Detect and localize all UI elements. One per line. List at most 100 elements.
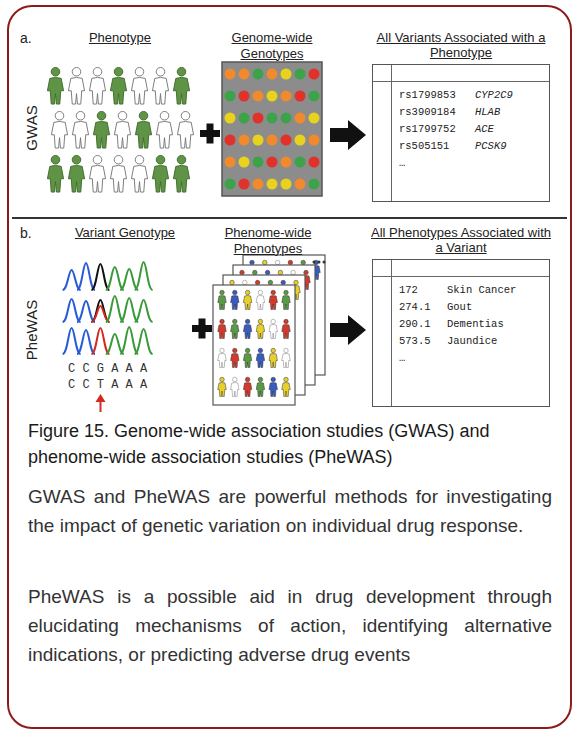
person-icon [135, 111, 151, 148]
plus-sign [200, 124, 220, 144]
more-dots [313, 261, 326, 264]
person-icon [47, 67, 63, 104]
person-icon [72, 111, 88, 148]
table-rule [391, 65, 392, 201]
panel-letter: b. [20, 225, 32, 242]
person-icon [256, 377, 265, 396]
genotype-dot [225, 135, 236, 146]
phenotype-cards [213, 255, 325, 405]
person-icon [269, 348, 278, 367]
person-icon [243, 348, 252, 367]
genotype-dot [295, 69, 306, 80]
person-icon [231, 290, 240, 309]
trace-peak [91, 306, 109, 322]
genotype-dot [309, 91, 320, 102]
genotype-dot [309, 113, 320, 124]
result-table: All Phenotypes Associated with a Variant… [368, 223, 554, 407]
genotype-dot [281, 69, 292, 80]
person-icon [256, 319, 265, 338]
table-rows: 172Skin Cancer274.1Gout290.1Dementias573… [399, 284, 545, 365]
genotype-dot [309, 179, 320, 190]
trace-peak [106, 334, 124, 354]
genotype-dot [295, 179, 306, 190]
genotype-dot [225, 157, 236, 168]
genotype-dot [295, 157, 306, 168]
genotype-dot [281, 113, 292, 124]
caption-paragraph: GWAS and PheWAS are powerful methods for… [28, 482, 552, 540]
table-cell: PCSK9 [475, 140, 545, 153]
phenotype-card [213, 285, 295, 405]
column-heading: Phenotype [65, 30, 175, 46]
genotype-dot [267, 179, 278, 190]
genotype-dot [295, 135, 306, 146]
genotype-dot [281, 91, 292, 102]
person-icon [282, 290, 291, 309]
table-rule [373, 276, 549, 277]
trace-peak [120, 327, 138, 354]
person-icon [269, 319, 278, 338]
sequence-text: C C G A A A [68, 362, 147, 376]
genotype-dot [253, 157, 264, 168]
genotype-dot [225, 113, 236, 124]
table-cell: HLAB [475, 106, 545, 119]
table-cell: CYP2C9 [475, 89, 545, 102]
table-cell: Jaundice [447, 335, 545, 348]
person-icon [110, 155, 126, 192]
method-label: GWAS [23, 105, 41, 150]
genotype-dot [281, 179, 292, 190]
person-icon [131, 155, 147, 192]
genotype-dot [309, 157, 320, 168]
trace-peak [106, 296, 124, 322]
genotype-dot [253, 135, 264, 146]
person-icon [282, 377, 291, 396]
table-cell: Skin Cancer [447, 284, 545, 297]
genotype-dot [295, 113, 306, 124]
table-cell: … [399, 352, 447, 365]
person-icon [256, 348, 265, 367]
person-icon [269, 290, 278, 309]
person-icon [231, 319, 240, 338]
flow-arrow [330, 315, 366, 345]
table-rule [391, 260, 392, 406]
sequence-text: C C T A A A [68, 378, 147, 392]
person-icon [156, 111, 172, 148]
table-cell: rs3909184 [399, 106, 475, 119]
table-cell: 573.5 [399, 335, 447, 348]
table-box: rs1799853CYP2C9rs3909184HLABrs1799752ACE… [372, 64, 550, 202]
trace-peak [120, 298, 138, 322]
person-icon [282, 348, 291, 367]
person-icon [93, 111, 109, 148]
person-icon [110, 67, 126, 104]
genotype-dot [267, 157, 278, 168]
genotype-dot [267, 113, 278, 124]
trace-peak [63, 328, 81, 354]
person-icon [231, 377, 240, 396]
table-heading: All Phenotypes Associated with a Variant [368, 225, 554, 255]
genotype-dot [281, 135, 292, 146]
person-icon [218, 348, 227, 367]
outer-frame [8, 6, 571, 728]
variant-pointer [96, 394, 106, 412]
genotype-dot [253, 113, 264, 124]
person-icon [282, 319, 291, 338]
table-cell: Gout [447, 301, 545, 314]
genotype-dot [225, 179, 236, 190]
trace-peak [63, 270, 81, 290]
table-rule [373, 81, 549, 82]
trace-peak [63, 299, 81, 322]
result-table: All Variants Associated with a Phenotype… [368, 28, 554, 202]
genotype-dot [239, 91, 250, 102]
table-rows: rs1799853CYP2C9rs3909184HLABrs1799752ACE… [399, 89, 545, 170]
table-cell: Dementias [447, 318, 545, 331]
genotype-dot [253, 179, 264, 190]
table-cell: 274.1 [399, 301, 447, 314]
genotype-dot [309, 69, 320, 80]
person-icon [218, 290, 227, 309]
trace-peak [77, 301, 95, 322]
chromatogram [63, 262, 153, 354]
person-icon [231, 348, 240, 367]
person-icon [89, 67, 105, 104]
person-icon [256, 290, 265, 309]
column-heading: Genome-wide Genotypes [222, 30, 322, 61]
trace-peak [91, 328, 109, 354]
